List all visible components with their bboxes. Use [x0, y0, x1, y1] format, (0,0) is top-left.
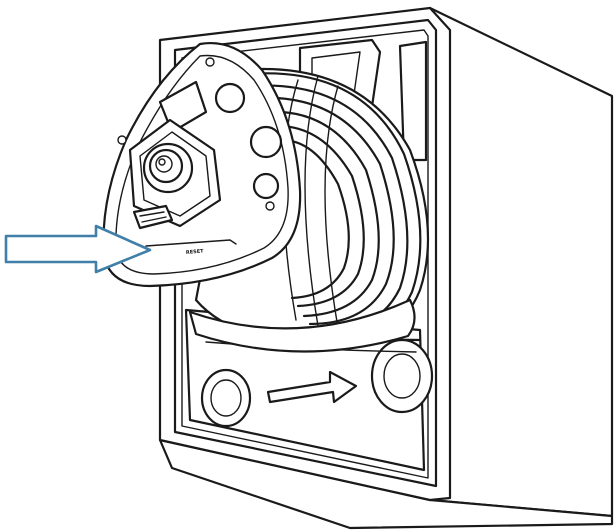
right-arrow-icon: [266, 370, 358, 404]
camera-front-face: RESET: [102, 42, 302, 288]
ir-led-right: [249, 125, 283, 159]
screw-boss-left: [200, 368, 252, 428]
camera-cradle: [188, 298, 416, 353]
mounting-box-side-face: [428, 6, 614, 518]
ir-led-bottom: [252, 172, 280, 200]
ir-led-top: [214, 82, 246, 114]
mounting-box-inner-rim: [173, 18, 438, 488]
screw-right: [265, 201, 275, 211]
reset-slot: [132, 204, 174, 230]
camera-lens: [142, 142, 194, 194]
screw-left: [117, 135, 127, 145]
reset-label: RESET: [186, 248, 205, 256]
screw-top: [205, 57, 215, 67]
right-arrow-outline-icon: [4, 224, 152, 274]
